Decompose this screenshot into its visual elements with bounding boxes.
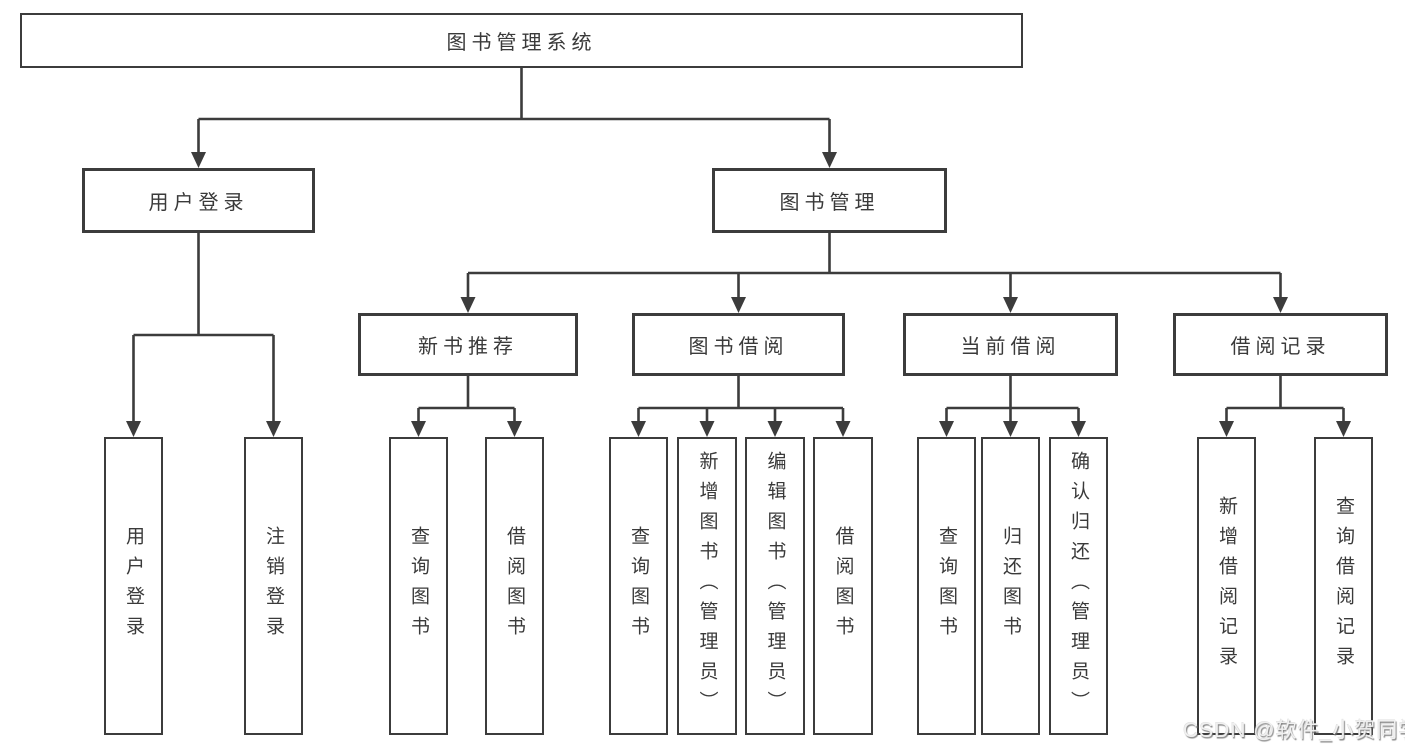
node-add-borrow-record-label: 新增借阅记录 — [1216, 496, 1237, 676]
node-query-books-current-label: 查询图书 — [936, 526, 957, 646]
node-confirm-return-admin: 确认归还（管理员） — [1049, 437, 1108, 735]
node-borrow-books-recommend: 借阅图书 — [485, 437, 544, 735]
node-book-management-label: 图书管理 — [779, 192, 880, 214]
node-user-login-action: 用户登录 — [104, 437, 163, 735]
node-borrow-records: 借阅记录 — [1173, 313, 1388, 376]
node-query-books-borrow-label: 查询图书 — [628, 526, 649, 646]
node-query-books-recommend: 查询图书 — [389, 437, 448, 735]
node-borrow-books-recommend-label: 借阅图书 — [504, 526, 525, 646]
node-borrow-books-action-label: 借阅图书 — [832, 526, 854, 646]
csdn-watermark: CSDN @软件_小贺同学 — [1183, 719, 1405, 742]
node-user-login-action-label: 用户登录 — [123, 526, 144, 646]
node-return-books-label: 归还图书 — [1000, 526, 1021, 646]
node-edit-book-admin: 编辑图书（管理员） — [745, 437, 805, 735]
node-query-books-borrow: 查询图书 — [609, 437, 668, 735]
node-return-books: 归还图书 — [981, 437, 1040, 735]
node-book-management: 图书管理 — [712, 168, 947, 233]
node-logout: 注销登录 — [244, 437, 303, 735]
node-user-login: 用户登录 — [82, 168, 315, 233]
node-book-borrow: 图书借阅 — [632, 313, 845, 376]
node-confirm-return-admin-label: 确认归还（管理员） — [1068, 451, 1089, 721]
node-query-borrow-record-label: 查询借阅记录 — [1333, 496, 1354, 676]
node-library-system-label: 图书管理系统 — [446, 32, 597, 54]
node-new-book-recommend-label: 新书推荐 — [418, 336, 518, 358]
node-query-borrow-record: 查询借阅记录 — [1314, 437, 1373, 735]
node-current-borrow-label: 当前借阅 — [960, 336, 1061, 358]
node-borrow-records-label: 借阅记录 — [1230, 336, 1331, 358]
node-query-books-recommend-label: 查询图书 — [408, 526, 429, 646]
node-add-book-admin-label: 新增图书（管理员） — [696, 451, 718, 721]
node-edit-book-admin-label: 编辑图书（管理员） — [764, 451, 786, 721]
node-add-book-admin: 新增图书（管理员） — [677, 437, 737, 735]
node-book-borrow-label: 图书借阅 — [688, 336, 789, 358]
node-library-system: 图书管理系统 — [20, 13, 1023, 68]
node-logout-label: 注销登录 — [263, 526, 284, 646]
node-borrow-books-action: 借阅图书 — [813, 437, 873, 735]
node-user-login-label: 用户登录 — [148, 192, 249, 214]
node-current-borrow: 当前借阅 — [903, 313, 1118, 376]
node-query-books-current: 查询图书 — [917, 437, 976, 735]
node-new-book-recommend: 新书推荐 — [358, 313, 578, 376]
node-add-borrow-record: 新增借阅记录 — [1197, 437, 1256, 735]
